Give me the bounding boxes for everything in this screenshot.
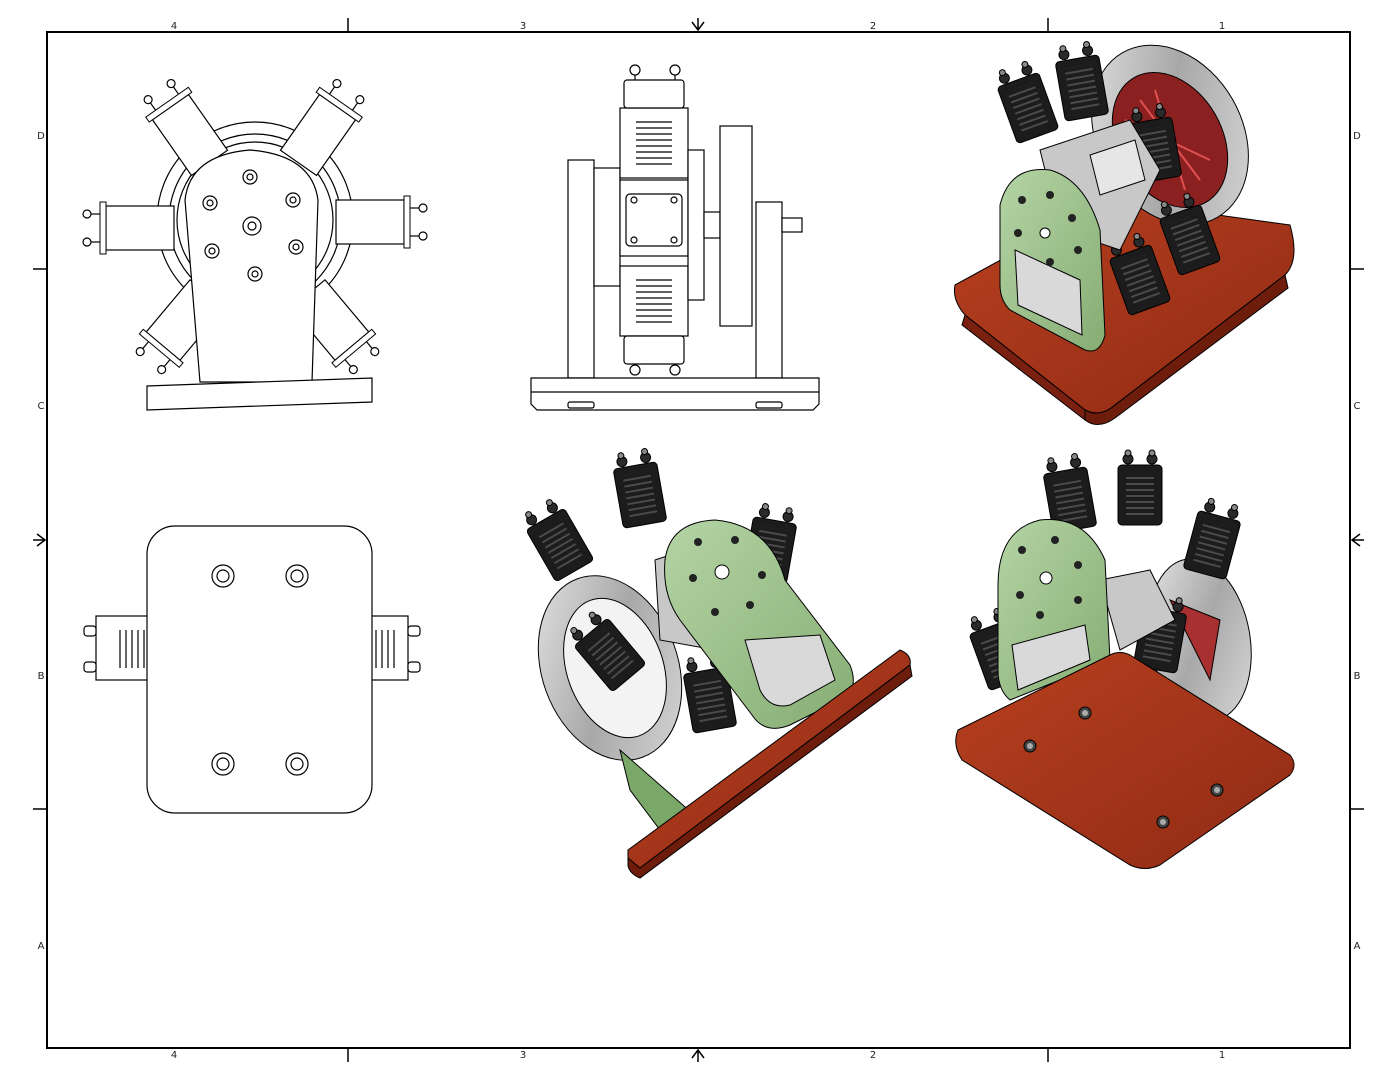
zone-row-right-a: A bbox=[1354, 941, 1361, 952]
centering-arrows bbox=[33, 18, 1364, 1062]
zone-col-bottom-4: 4 bbox=[171, 1050, 177, 1061]
bottom-base-plate bbox=[146, 525, 373, 814]
side-fins-bottom bbox=[636, 279, 672, 323]
zone-row-right-b: B bbox=[1354, 671, 1361, 682]
iso-top-view bbox=[954, 39, 1295, 425]
sheet-border bbox=[46, 31, 1351, 1049]
zone-col-bottom-1: 1 bbox=[1219, 1050, 1225, 1061]
zone-col-bottom-3: 3 bbox=[520, 1050, 526, 1061]
zone-row-left-b: B bbox=[38, 671, 45, 682]
zone-row-left-c: C bbox=[38, 401, 45, 412]
zone-ticks bbox=[33, 18, 1364, 1062]
front-base bbox=[146, 377, 373, 411]
bottom-view bbox=[83, 525, 421, 814]
zone-col-top-3: 3 bbox=[520, 21, 526, 32]
zone-col-bottom-2: 2 bbox=[870, 1050, 876, 1061]
zone-row-right-c: C bbox=[1354, 401, 1361, 412]
iso-bottom-view bbox=[955, 449, 1295, 869]
zone-col-top-2: 2 bbox=[870, 21, 876, 32]
zone-row-left-d: D bbox=[37, 131, 45, 142]
front-mount-plate bbox=[184, 149, 319, 383]
side-base bbox=[530, 377, 820, 411]
iso-front-view bbox=[517, 446, 913, 879]
zone-col-top-4: 4 bbox=[171, 21, 177, 32]
zone-row-left-a: A bbox=[38, 941, 45, 952]
zone-col-top-1: 1 bbox=[1219, 21, 1225, 32]
side-fins-top bbox=[636, 121, 672, 165]
side-view bbox=[530, 64, 820, 411]
front-view bbox=[82, 72, 428, 411]
zone-row-right-d: D bbox=[1353, 131, 1361, 142]
